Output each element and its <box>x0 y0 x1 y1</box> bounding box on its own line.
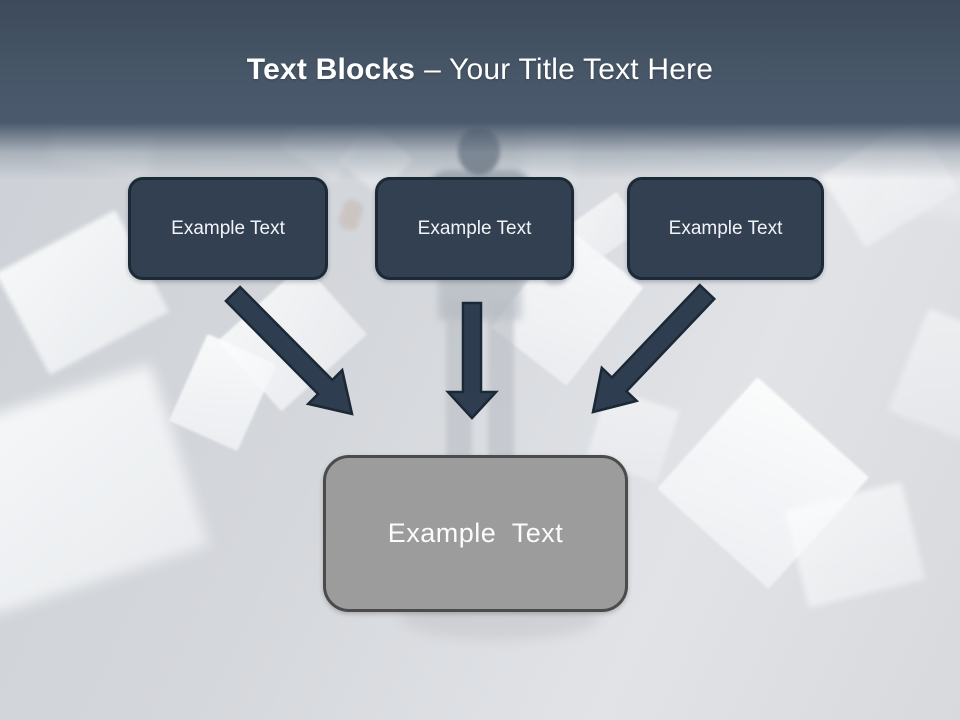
arrow-down-left-icon <box>591 283 717 414</box>
arrow-down-icon <box>445 301 499 420</box>
person-silhouette-leg <box>488 300 514 465</box>
result-block[interactable]: Example Text <box>323 455 628 612</box>
text-block-3-label: Example Text <box>668 217 783 239</box>
title-emphasis-text: Text Blocks <box>246 53 416 86</box>
page-title[interactable]: Text Blocks– Your Title Text Here <box>0 50 960 90</box>
header-band <box>0 0 960 180</box>
text-block-3[interactable]: Example Text <box>627 177 824 280</box>
text-block-1[interactable]: Example Text <box>128 177 328 280</box>
title-rest-text: – Your Title Text Here <box>424 53 714 86</box>
text-block-1-label: Example Text <box>171 217 285 239</box>
text-block-2[interactable]: Example Text <box>375 177 574 280</box>
text-block-2-label: Example Text <box>417 217 532 239</box>
arrow-down-right-icon <box>224 285 354 416</box>
result-block-label: Example Text <box>387 518 564 548</box>
